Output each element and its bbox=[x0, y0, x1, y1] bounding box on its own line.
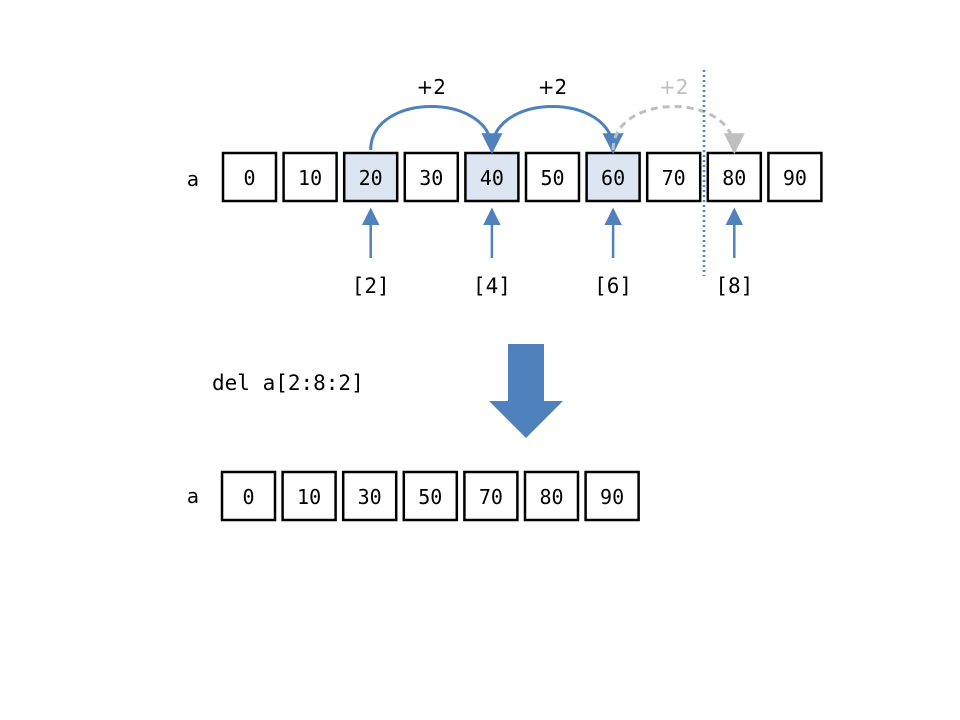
top-array-cell-value: 90 bbox=[783, 166, 807, 190]
top-array-cell bbox=[342, 151, 399, 203]
top-array-cell-value: 0 bbox=[243, 166, 255, 190]
bottom-array-cell-value: 10 bbox=[297, 485, 321, 509]
top-array-cell-value: 20 bbox=[359, 166, 383, 190]
index-label: [6] bbox=[594, 274, 632, 298]
bottom-array-cell bbox=[584, 470, 640, 522]
index-label: [2] bbox=[352, 274, 390, 298]
index-labels: [2] [4] [6] [8] bbox=[352, 274, 754, 298]
bottom-array-cell bbox=[463, 470, 519, 522]
step-label: +2 bbox=[417, 75, 446, 99]
top-array-cell bbox=[706, 151, 763, 203]
top-array-cell bbox=[282, 151, 338, 203]
bottom-array-cell-value: 50 bbox=[418, 485, 442, 509]
index-label: [4] bbox=[473, 274, 511, 298]
bottom-array-cell bbox=[523, 470, 580, 522]
step-arc bbox=[490, 105, 624, 155]
bottom-array-cell-value: 90 bbox=[600, 485, 624, 509]
step-label: +2 bbox=[538, 75, 567, 99]
bottom-array-label: a bbox=[187, 484, 199, 508]
bottom-array-cell-value: 70 bbox=[479, 485, 503, 509]
top-array-cell-value: 50 bbox=[540, 166, 564, 190]
delete-command: del a[2:8:2] bbox=[212, 371, 364, 395]
index-label: [8] bbox=[715, 274, 753, 298]
bottom-array: 0 10 30 50 70 80 90 bbox=[220, 470, 640, 522]
top-array-cell-value: 40 bbox=[480, 166, 504, 190]
top-array: 0 10 20 30 40 50 60 70 80 90 bbox=[221, 151, 823, 203]
bottom-array-cell bbox=[402, 470, 459, 522]
top-array-cell-value: 30 bbox=[419, 166, 443, 190]
top-array-cell bbox=[767, 151, 823, 203]
top-array-cell bbox=[403, 151, 460, 203]
bottom-array-cell bbox=[220, 470, 277, 522]
top-array-cell-value: 60 bbox=[601, 166, 625, 190]
top-array-cell bbox=[645, 151, 702, 203]
bottom-array-cell-value: 80 bbox=[539, 485, 563, 509]
top-array-cell bbox=[585, 151, 641, 203]
top-array-cell bbox=[524, 151, 581, 203]
step-labels: +2 +2 +2 bbox=[417, 75, 689, 99]
step-arc-faded bbox=[611, 105, 745, 155]
step-label: +2 bbox=[659, 75, 688, 99]
bottom-array-cell bbox=[341, 470, 398, 522]
bottom-array-cell bbox=[281, 470, 337, 522]
step-arc bbox=[369, 105, 503, 155]
top-array-label: a bbox=[187, 167, 199, 191]
top-array-cell bbox=[221, 151, 278, 203]
top-array-cell-value: 70 bbox=[662, 166, 686, 190]
step-arcs bbox=[369, 105, 745, 155]
bottom-array-cell-value: 30 bbox=[358, 485, 382, 509]
bottom-array-cell-value: 0 bbox=[242, 485, 254, 509]
top-array-cell-value: 80 bbox=[722, 166, 746, 190]
index-arrows bbox=[361, 207, 744, 258]
top-array-cell-value: 10 bbox=[298, 166, 322, 190]
down-arrow-icon bbox=[489, 344, 563, 438]
